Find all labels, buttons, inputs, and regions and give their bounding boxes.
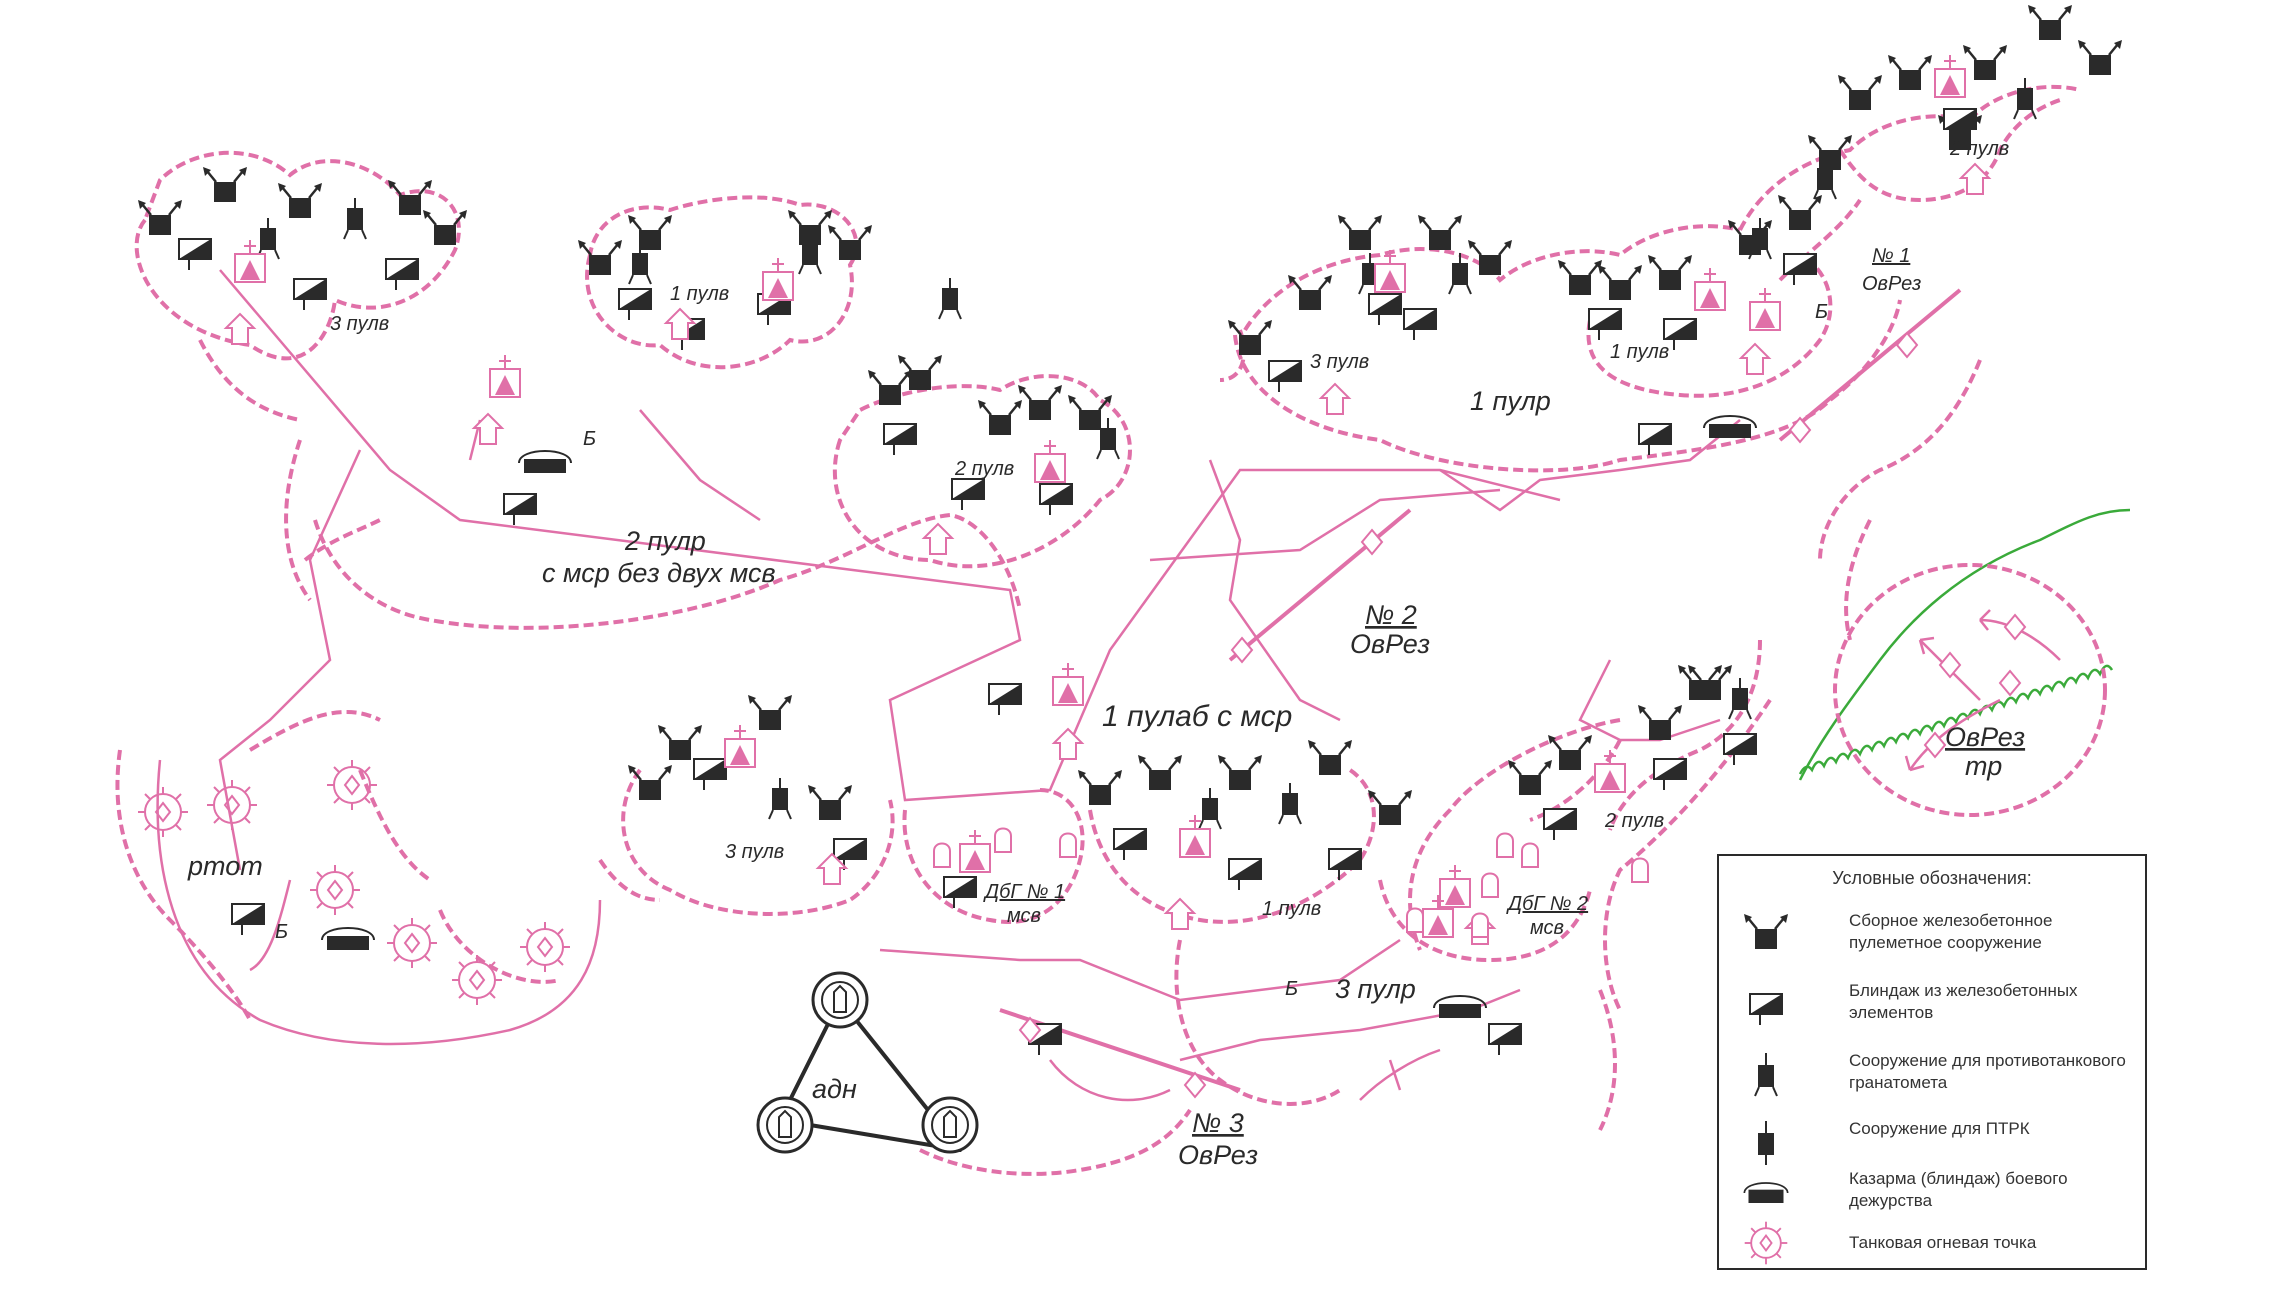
label-dbg1-1: ДбГ № 1 bbox=[983, 881, 1065, 903]
label-b-mark-3: Б bbox=[275, 921, 288, 943]
label-p2-mid: 2 пулв bbox=[954, 458, 1014, 480]
wire-obstacle bbox=[1798, 508, 2131, 781]
dugout-icon bbox=[1749, 993, 1783, 1025]
label-ovrez-tr-1: ОвРез bbox=[1945, 722, 2025, 752]
duty-barracks-icon bbox=[1743, 1182, 1789, 1203]
label-p3-right: 3 пулв bbox=[1310, 351, 1369, 373]
label-dbg2-2: мсв bbox=[1530, 917, 1564, 939]
label-pulab: 1 пулаб с мср bbox=[1102, 700, 1292, 733]
label-dbg1-2: мсв bbox=[1007, 905, 1041, 927]
label-p3-left: 3 пулв bbox=[330, 313, 389, 335]
label-b-mark-2: Б bbox=[1815, 301, 1828, 323]
ovrez-tr-area bbox=[1833, 563, 2107, 817]
label-p2-top-right: 2 пулв bbox=[1949, 138, 2009, 160]
label-b-mark-4: Б bbox=[1285, 978, 1298, 1000]
legend-text-atgm: Сооружение для ПТРК bbox=[1849, 1119, 2030, 1138]
adn-position bbox=[756, 971, 979, 1154]
label-p1-top-left: 1 пулв bbox=[670, 283, 729, 305]
dugout-icons bbox=[178, 108, 1977, 1056]
legend-text-tank-point: Танковая огневая точка bbox=[1849, 1233, 2037, 1252]
trench-lines bbox=[115, 84, 2081, 1176]
label-rtot: ртот bbox=[187, 851, 263, 881]
label-p2-bottom: 2 пулв bbox=[1604, 810, 1664, 832]
legend-item-barracks: Казарма (блиндаж) боевого дежурства bbox=[1719, 1168, 2145, 1218]
antitank-grenade-launcher-icon bbox=[1754, 1053, 1778, 1097]
label-ovrez3-num: № 3 bbox=[1192, 1108, 1244, 1138]
label-pulr2-1: 2 пулр bbox=[624, 526, 706, 556]
atgm-structure-icon bbox=[1758, 1121, 1774, 1165]
label-pulr1: 1 пулр bbox=[1470, 386, 1551, 416]
label-ovrez1-name: ОвРез bbox=[1862, 273, 1921, 295]
legend-text-mg-bunker: Сборное железобетонное пулеметное сооруж… bbox=[1849, 911, 2053, 952]
label-ovrez2-name: ОвРез bbox=[1350, 629, 1430, 659]
label-pulr3: 3 пулр bbox=[1335, 974, 1416, 1004]
label-ovrez-tr-2: тр bbox=[1965, 751, 2002, 781]
label-ovrez3-name: ОвРез bbox=[1178, 1140, 1258, 1170]
label-ovrez1-num: № 1 bbox=[1872, 245, 1910, 267]
map-legend: Условные обозначения: Сборное железобето… bbox=[1717, 854, 2147, 1270]
label-p1-bottom: 1 пулв bbox=[1262, 898, 1321, 920]
label-ovrez2-num: № 2 bbox=[1365, 600, 1417, 630]
legend-text-dugout: Блиндаж из железобетонных элементов bbox=[1849, 981, 2078, 1022]
label-b-mark-1: Б bbox=[583, 428, 596, 450]
legend-text-antitank: Сооружение для противотанкового гранатом… bbox=[1849, 1051, 2126, 1092]
label-p1-right: 1 пулв bbox=[1610, 341, 1669, 363]
label-p3-bottom: 3 пулв bbox=[725, 841, 784, 863]
legend-item-mg-bunker: Сборное железобетонное пулеметное сооруж… bbox=[1719, 910, 2145, 960]
legend-text-barracks: Казарма (блиндаж) боевого дежурства bbox=[1849, 1169, 2068, 1210]
legend-item-antitank: Сооружение для противотанкового гранатом… bbox=[1719, 1050, 2145, 1100]
tank-firing-point-icon bbox=[1744, 1221, 1788, 1265]
label-dbg2-1: ДбГ № 2 bbox=[1506, 893, 1588, 915]
legend-item-atgm: Сооружение для ПТРК bbox=[1719, 1118, 2145, 1168]
mg-bunker-icon bbox=[1744, 914, 1788, 949]
legend-title: Условные обозначения: bbox=[1832, 868, 2032, 888]
label-adn: адн bbox=[812, 1074, 857, 1104]
legend-item-tank-point: Танковая огневая точка bbox=[1719, 1218, 2145, 1268]
legend-item-dugout: Блиндаж из железобетонных элементов bbox=[1719, 980, 2145, 1030]
label-pulr2-2: с мср без двух мсв bbox=[542, 558, 776, 588]
